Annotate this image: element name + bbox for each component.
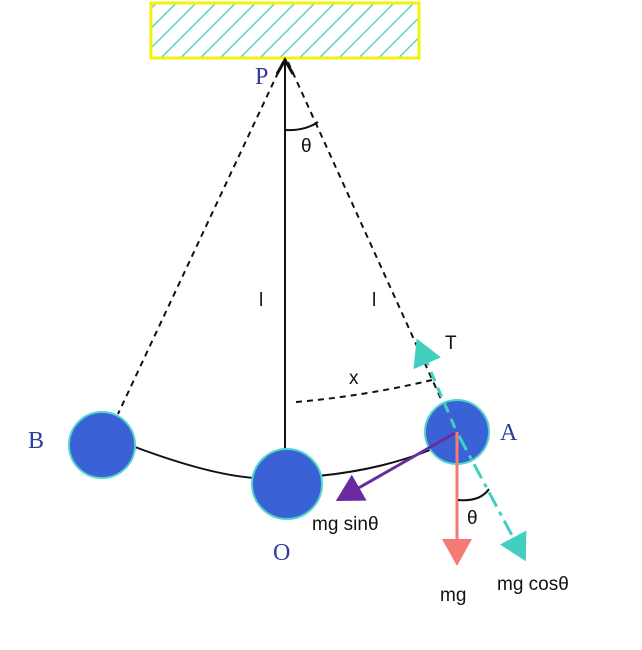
- left-extreme-label: B: [28, 428, 44, 454]
- radial-component-arrow: [457, 435, 527, 562]
- tangential-component-arrow: [335, 431, 456, 501]
- tangential-component-label: mg sinθ: [312, 514, 379, 535]
- mean-position-label: O: [273, 540, 290, 566]
- displacement-arc-dashed: [295, 379, 433, 403]
- radial-component-label: mg cosθ: [497, 574, 569, 595]
- bob-mean: [251, 448, 323, 520]
- rigid-support: [149, 1, 421, 60]
- length-label-right: l: [372, 290, 376, 311]
- right-extreme-label: A: [500, 420, 518, 446]
- weight-label: mg: [440, 585, 466, 606]
- bob-left-extreme: [68, 411, 136, 479]
- angle-label-top: θ: [301, 136, 312, 157]
- angle-arc-bottom: [457, 488, 490, 502]
- angle-label-bottom: θ: [467, 508, 478, 529]
- tension-arrow: [413, 338, 457, 429]
- tension-label: T: [445, 333, 457, 354]
- pivot-label: P: [255, 64, 268, 90]
- string-left-dashed: [117, 61, 284, 415]
- string-right-dashed: [287, 61, 447, 411]
- length-label-left: l: [259, 290, 263, 311]
- displacement-label: x: [349, 368, 359, 389]
- angle-arc-top: [284, 121, 319, 132]
